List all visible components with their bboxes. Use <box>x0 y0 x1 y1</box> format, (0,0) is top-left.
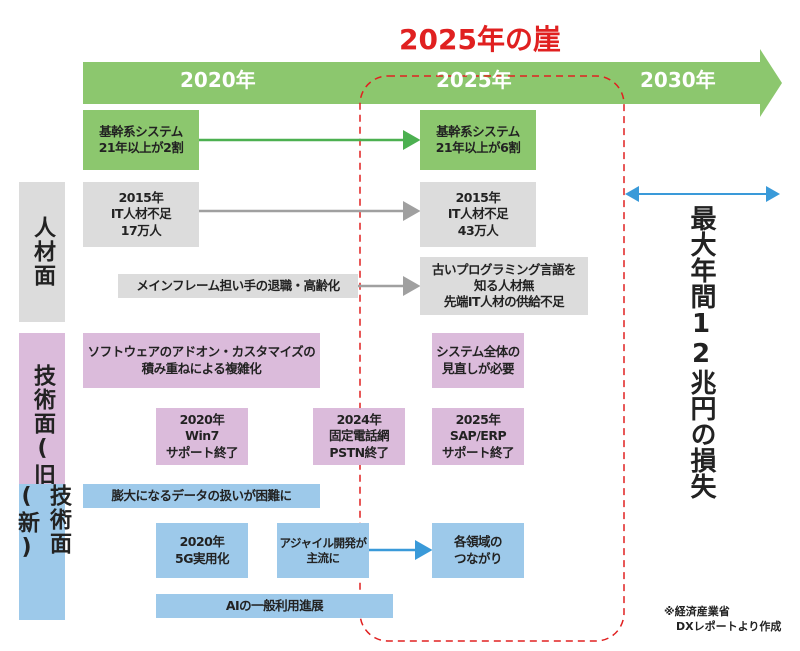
cliff-dashed-frame <box>359 75 625 642</box>
timeline-arrow <box>83 49 782 117</box>
box-agile: アジャイル開発が主流に <box>277 523 369 578</box>
box-software: ソフトウェアのアドオン・カスタマイズの積み重ねによる複雑化 <box>83 333 320 388</box>
box-mainframe: メインフレーム担い手の退職・高齢化 <box>118 274 358 298</box>
box-review: システム全体の見直しが必要 <box>432 333 524 388</box>
box-ai: AIの一般利用進展 <box>156 594 393 618</box>
year-2025: 2025年 <box>436 68 512 92</box>
year-2020: 2020年 <box>180 68 256 92</box>
box-connect: 各領域のつながり <box>432 523 524 578</box>
box-old-lang: 古いプログラミング言語を知る人材無先端IT人材の供給不足 <box>420 257 588 315</box>
box-data: 膨大になるデータの扱いが困難に <box>83 484 320 508</box>
label-tech-new: 技術面(新) <box>14 484 71 620</box>
year-2030: 2030年 <box>640 68 716 92</box>
loss-annotation: 最大年間12兆円の損失 <box>686 205 716 499</box>
label-jinzai: 人材面 <box>19 182 65 322</box>
diagram-title: 2025年の崖 <box>399 23 561 56</box>
